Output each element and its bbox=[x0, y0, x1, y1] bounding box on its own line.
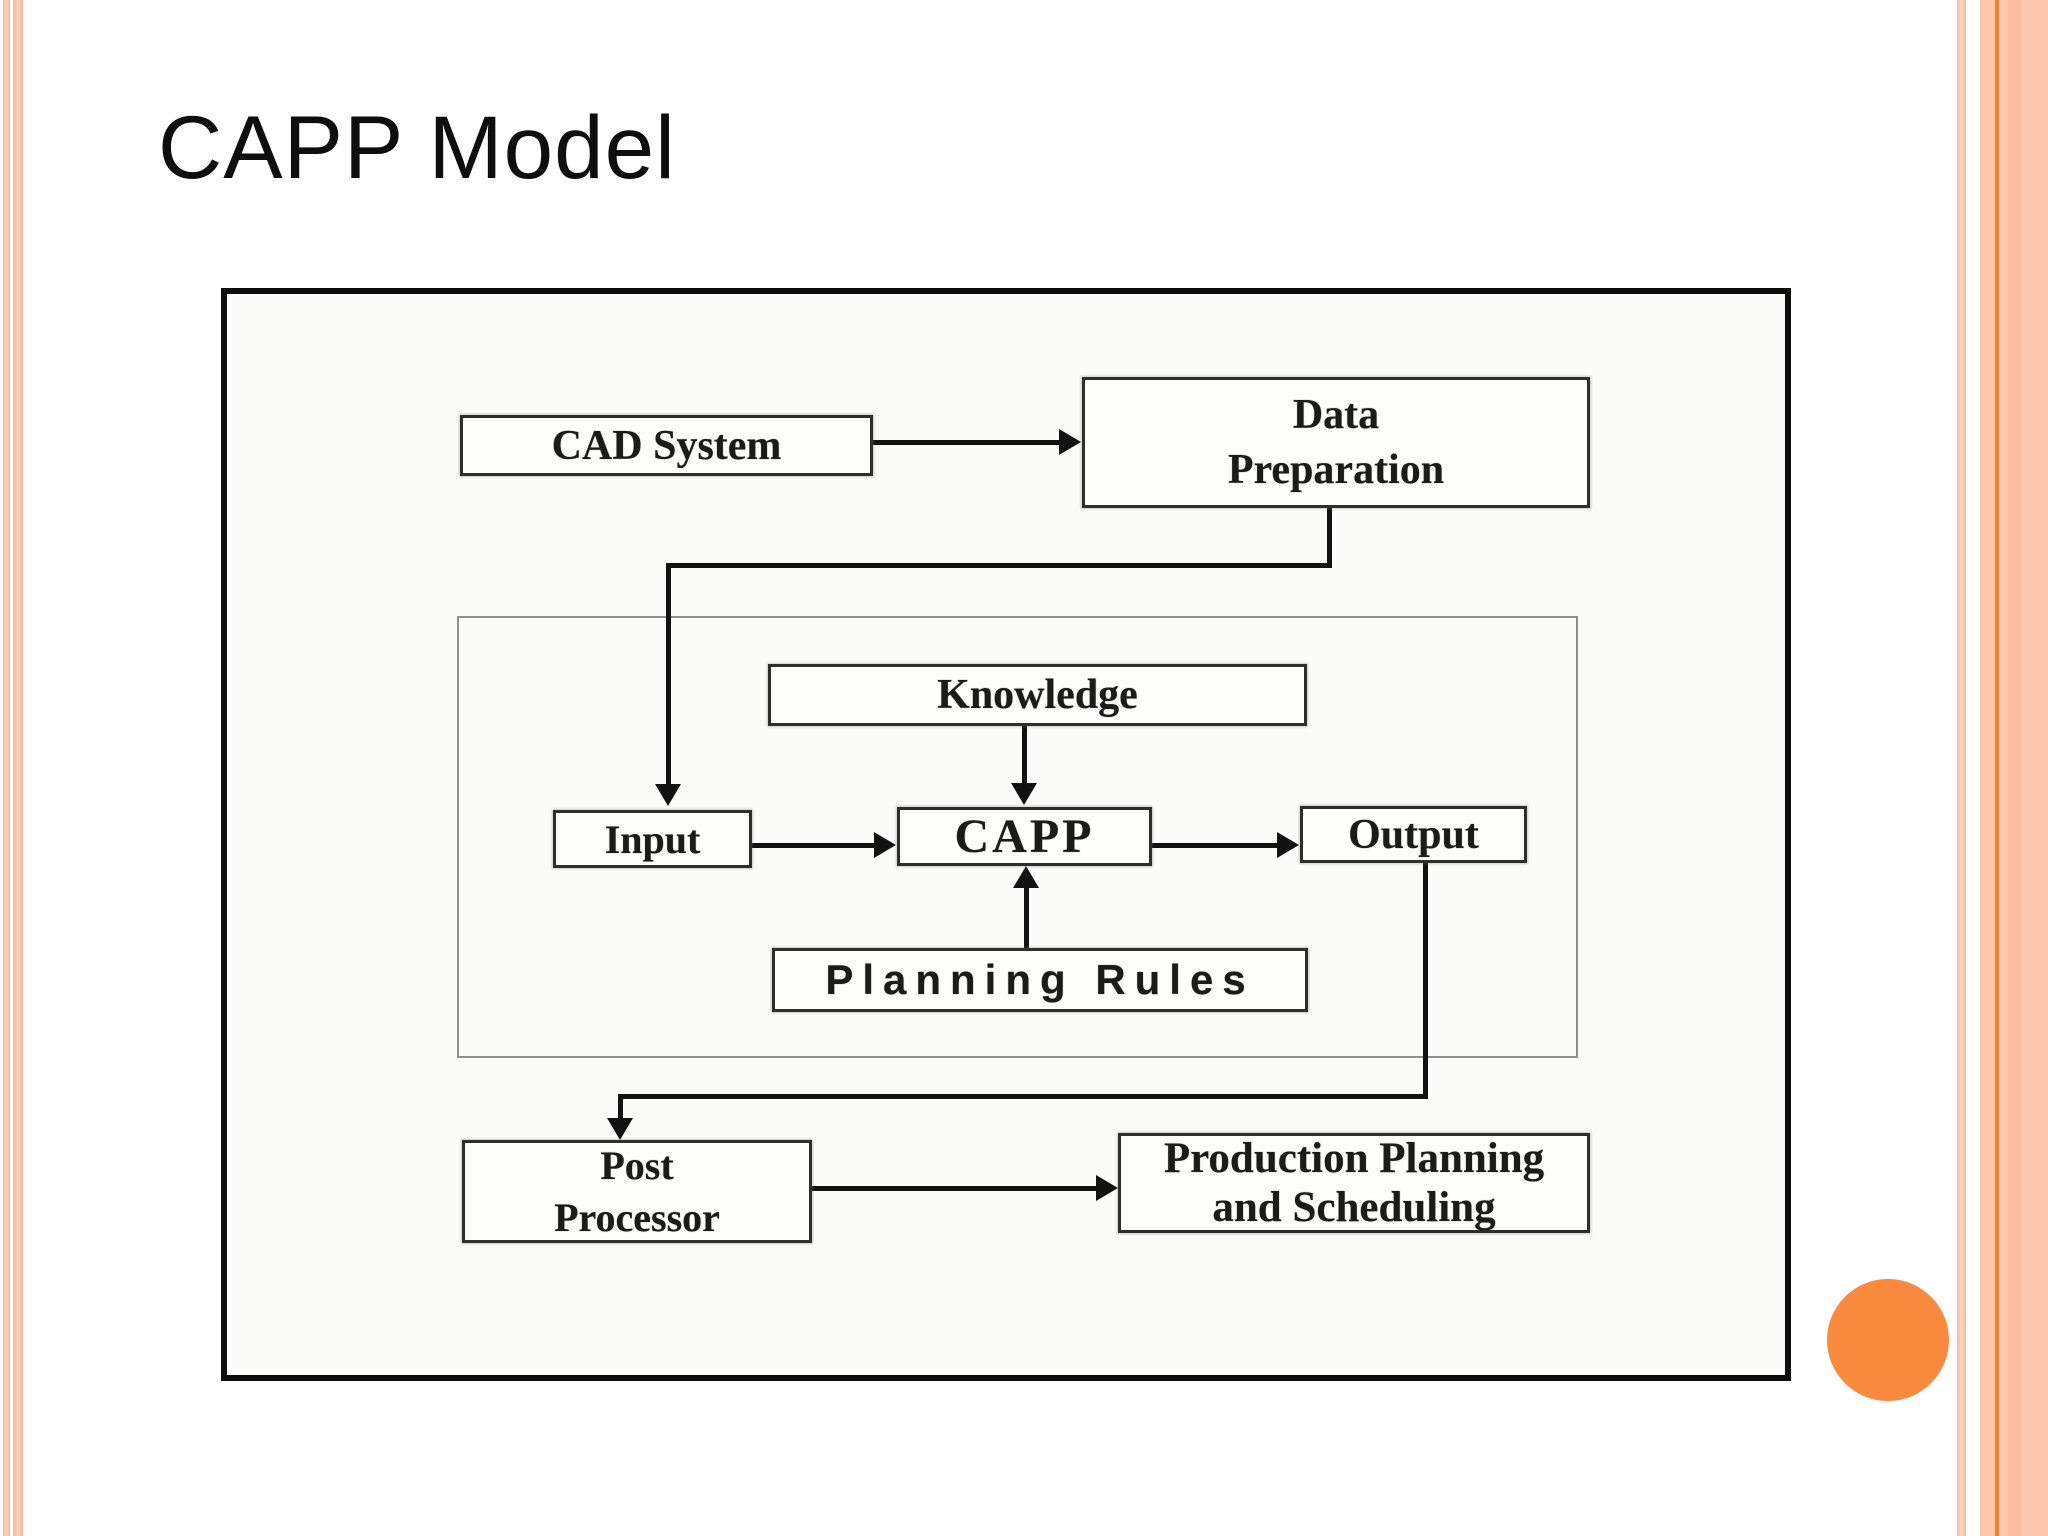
node-input: Input bbox=[553, 810, 752, 868]
left-border-stripe-outer bbox=[3, 0, 10, 1536]
connector-dataprep-to-input bbox=[666, 563, 671, 785]
node-capp: CAPP bbox=[897, 807, 1152, 866]
connector-cad-to-dataprep bbox=[871, 440, 1061, 445]
arrowhead-output-to-post bbox=[607, 1118, 633, 1140]
right-border-band bbox=[1980, 0, 2048, 1536]
connector-output-drop bbox=[1423, 861, 1428, 1099]
node-planning-rules: Planning Rules bbox=[772, 948, 1308, 1012]
node-data-preparation: Data Preparation bbox=[1082, 377, 1590, 508]
connector-dataprep-drop bbox=[1327, 506, 1332, 568]
right-band-shade bbox=[2008, 0, 2021, 1536]
arrowhead-cad-to-dataprep bbox=[1059, 429, 1081, 455]
connector-dataprep-horizontal bbox=[666, 563, 1332, 568]
connector-knowledge-to-capp bbox=[1022, 726, 1027, 784]
node-cad-system: CAD System bbox=[460, 415, 873, 476]
right-border-stripe-inner bbox=[1957, 0, 1966, 1536]
connector-capp-to-output bbox=[1152, 843, 1279, 848]
connector-post-to-production bbox=[812, 1186, 1098, 1191]
arrowhead-capp-to-output bbox=[1277, 832, 1299, 858]
connector-input-to-capp bbox=[752, 843, 876, 848]
arrowhead-input-to-capp bbox=[874, 832, 896, 858]
node-post-processor: Post Processor bbox=[462, 1140, 812, 1243]
connector-output-to-post bbox=[618, 1094, 623, 1120]
arrowhead-rules-to-capp bbox=[1013, 866, 1039, 888]
corner-accent-circle bbox=[1827, 1279, 1949, 1401]
node-knowledge: Knowledge bbox=[768, 664, 1307, 726]
capp-core-group-frame bbox=[457, 616, 1578, 1058]
arrowhead-dataprep-to-input bbox=[655, 784, 681, 806]
slide-title: CAPP Model bbox=[158, 97, 676, 197]
connector-rules-to-capp bbox=[1024, 888, 1029, 950]
left-border-stripe-inner bbox=[13, 0, 23, 1536]
node-output: Output bbox=[1300, 806, 1527, 863]
arrowhead-knowledge-to-capp bbox=[1011, 783, 1037, 805]
node-production-planning: Production Planning and Scheduling bbox=[1118, 1133, 1590, 1233]
right-band-accent-line bbox=[1995, 0, 1999, 1536]
connector-output-horizontal bbox=[618, 1094, 1428, 1099]
arrowhead-post-to-production bbox=[1096, 1175, 1118, 1201]
